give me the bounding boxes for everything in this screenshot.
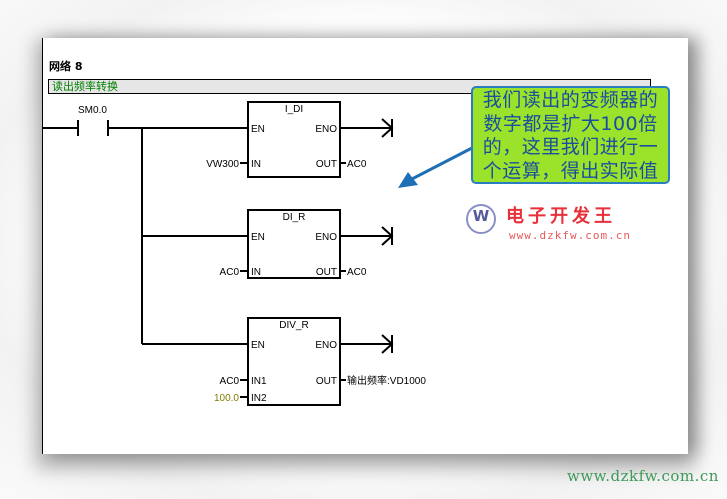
out-pin: OUT: [316, 159, 337, 170]
block-title: I_DI: [285, 104, 303, 115]
in2-operand[interactable]: 100.0: [214, 393, 239, 404]
eno-coil-arrow: [381, 226, 394, 246]
out-operand[interactable]: AC0: [347, 159, 367, 170]
in-operand[interactable]: AC0: [220, 267, 240, 278]
network-title: 网络 8: [49, 60, 83, 73]
eno-coil-arrow: [381, 334, 394, 354]
callout-line: 个运算，得出实际值: [482, 159, 659, 182]
contact-label: SM0.0: [78, 105, 107, 116]
in1-operand[interactable]: AC0: [220, 376, 240, 387]
callout-line: 的，这里我们进行一: [482, 136, 659, 158]
out-pin: OUT: [316, 267, 337, 278]
block-title: DI_R: [283, 212, 306, 223]
in2-pin: IN2: [251, 393, 267, 404]
block-di-r[interactable]: DI_R EN ENO IN AC0 OUT AC0: [220, 209, 394, 279]
callout-line: 数字都是扩大100倍: [483, 112, 658, 135]
out-operand[interactable]: 输出频率:VD1000: [347, 374, 426, 387]
in-pin: IN: [251, 267, 261, 278]
rung-main: [43, 120, 248, 345]
logo-url: www.dzkfw.com.cn: [509, 229, 631, 242]
eno-pin: ENO: [315, 340, 337, 351]
in-pin: IN: [251, 159, 261, 170]
en-pin: EN: [251, 232, 265, 243]
out-operand[interactable]: AC0: [347, 267, 367, 278]
watermark-text: www.dzkfw.com.cn: [567, 467, 719, 485]
callout-line: 我们读出的变频器的: [482, 89, 659, 111]
en-pin: EN: [251, 340, 265, 351]
in-operand[interactable]: VW300: [206, 159, 239, 170]
w-logo-icon: W: [466, 204, 496, 234]
block-title: DIV_R: [279, 320, 308, 331]
logo-name: 电子开发王: [506, 206, 616, 227]
eno-pin: ENO: [315, 124, 337, 135]
callout-arrow-icon: [398, 146, 473, 188]
block-div-r[interactable]: DIV_R EN ENO IN1 AC0 IN2 100.0 OUT 输出频率:…: [214, 317, 426, 406]
annotation-callout: 我们读出的变频器的 数字都是扩大100倍 的，这里我们进行一 个运算，得出实际值: [471, 86, 670, 184]
eno-pin: ENO: [315, 232, 337, 243]
block-i-di[interactable]: I_DI EN ENO IN VW300 OUT AC0: [206, 101, 394, 178]
out-pin: OUT: [316, 376, 337, 387]
in1-pin: IN1: [251, 376, 267, 387]
eno-coil-arrow: [381, 118, 394, 138]
site-logo: W 电子开发王 www.dzkfw.com.cn: [466, 202, 636, 242]
en-pin: EN: [251, 124, 265, 135]
